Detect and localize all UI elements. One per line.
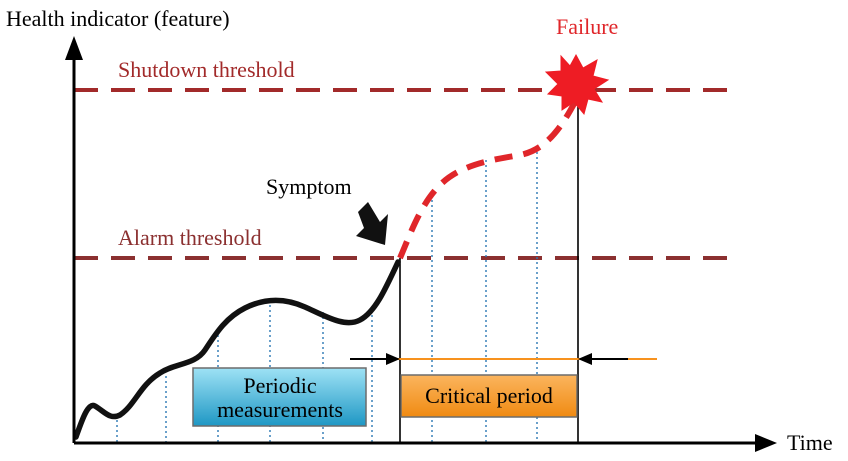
critical-arrow-left-head — [386, 353, 400, 365]
symptom-label: Symptom — [266, 174, 352, 199]
failure-burst-icon — [544, 53, 610, 116]
x-axis-arrowhead — [755, 434, 777, 452]
x-axis-label: Time — [787, 430, 833, 455]
periodic-label-line1: Periodic — [243, 373, 317, 398]
critical-period-label: Critical period — [425, 383, 553, 408]
periodic-measurements-box — [192, 367, 367, 427]
critical-period-box — [400, 374, 578, 418]
y-axis-label: Health indicator (feature) — [6, 6, 230, 31]
periodic-label-line2: measurements — [217, 397, 343, 422]
alarm-threshold-label: Alarm threshold — [118, 225, 262, 250]
shutdown-threshold-label: Shutdown threshold — [118, 57, 295, 82]
y-axis-arrowhead — [65, 36, 83, 60]
failure-label: Failure — [556, 14, 618, 39]
predicted-degradation-curve — [397, 100, 578, 260]
critical-arrow-right-head — [578, 353, 592, 365]
symptom-arrow-icon — [356, 202, 388, 245]
health-curve — [73, 259, 401, 440]
